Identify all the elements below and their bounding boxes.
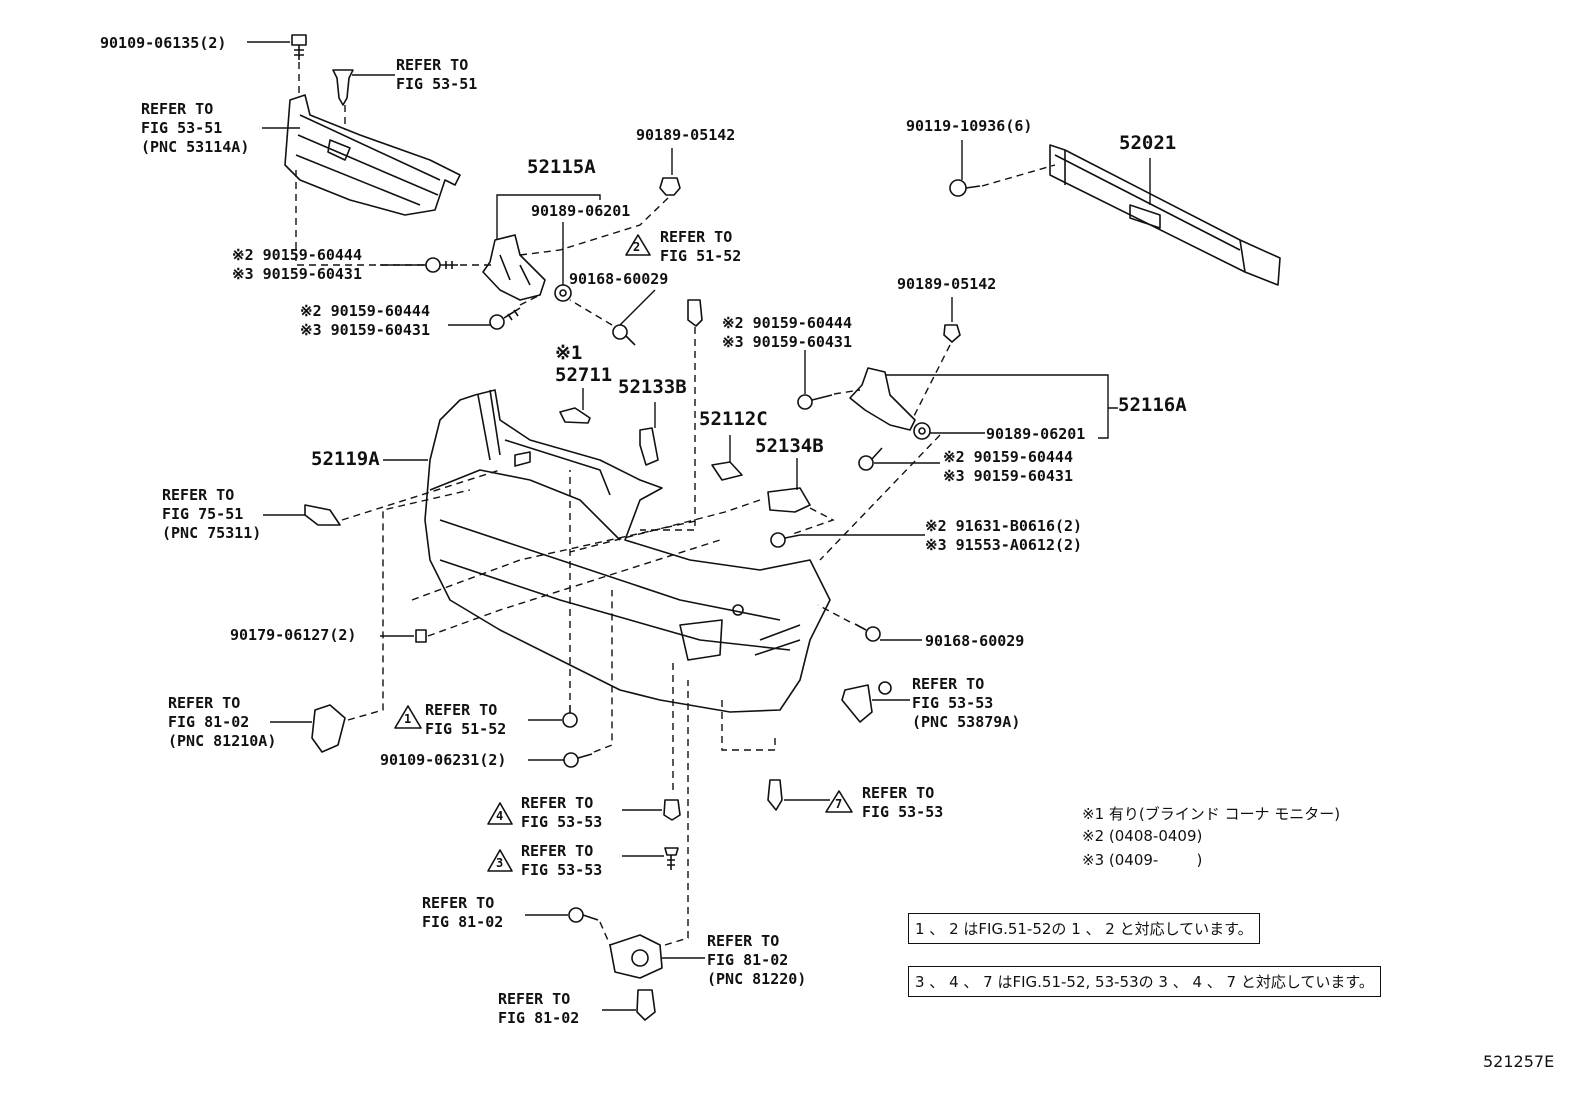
diagram-id: 521257E [1483,1052,1555,1071]
triangle-marker-4 [487,802,513,825]
label-90119-10936: 90119-10936(6) [906,117,1033,135]
label-90109-06135: 90109-06135(2) [100,34,227,52]
triangle-marker-7 [825,790,853,813]
label-refer-53-53-tri4: REFER TO FIG 53-53 [521,794,603,831]
label-52021: 52021 [1119,132,1177,154]
clip-53-51 [332,69,354,106]
fog-lamp-81220 [609,934,663,979]
triangle-number-1: 1 [404,712,412,726]
label-refer-81-02-clip: REFER TO FIG 81-02 [498,990,580,1027]
label-52116a: 52116A [1118,394,1187,416]
label-52133b: 52133B [618,376,687,398]
label-refer-53-51-grille: REFER TO FIG 53-51 (PNC 53114A) [141,100,250,156]
bolt-90119-10936 [949,179,981,197]
bolt-90159-left-1 [425,257,458,273]
bracket-52134b [767,487,811,513]
bolt-91631 [770,532,801,548]
note-2: ※2 (0408-0409) [1082,827,1203,845]
label-90189-06201-left: 90189-06201 [531,202,631,220]
label-90189-05142-right: 90189-05142 [897,275,997,293]
label-52119a: 52119A [311,448,380,470]
note-1: ※1 有り(ブラインド コーナ モニター) [1082,805,1341,823]
label-90159-group-4: ※2 90159-60444 ※3 90159-60431 [943,448,1073,485]
reinforcement-52021 [1049,144,1281,286]
label-90189-05142-top: 90189-05142 [636,126,736,144]
label-52711: ※1 52711 [555,342,613,386]
label-refer-51-52-top: REFER TO FIG 51-52 [660,228,742,265]
bumper-cover-52119a [424,389,831,713]
label-refer-53-53-pnc: REFER TO FIG 53-53 (PNC 53879A) [912,675,1021,731]
sensor-81210a [311,704,346,753]
clip-51-52-top [687,299,703,327]
note-3: ※3 (0409- ) [1082,851,1203,869]
grille-insert-75311 [304,504,341,526]
bolt-81-02 [568,907,599,923]
bolt-90159-right-2 [858,447,883,471]
bolt-90168-60029-bottom [854,623,881,642]
bracket-52133b [639,427,659,466]
label-52134b: 52134B [755,435,824,457]
label-refer-81-02-bolt: REFER TO FIG 81-02 [422,894,504,931]
label-90109-06231: 90109-06231(2) [380,751,507,769]
label-52115a: 52115A [527,156,596,178]
clip-90189-05142-right [943,324,961,343]
label-refer-51-52-bottom: REFER TO FIG 51-52 [425,701,507,738]
bracket-52116a [849,367,916,431]
bolt-51-52-bottom [562,705,578,728]
label-90159-group-3: ※2 90159-60444 ※3 90159-60431 [722,314,852,351]
screw-53-53-3 [664,847,679,870]
triangle-marker-3 [487,849,513,872]
triangle-number-2: 2 [633,240,641,254]
bolt-90109-06231 [563,752,593,768]
clip-90179-06127 [415,629,427,643]
label-90159-group-1: ※2 90159-60444 ※3 90159-60431 [232,246,362,283]
bolt-90109-06135 [291,34,307,60]
triangle-number-7: 7 [835,797,843,811]
label-90168-60029-bottom: 90168-60029 [925,632,1025,650]
label-52112c: 52112C [699,408,768,430]
triangle-number-4: 4 [496,809,504,823]
label-90189-06201-right: 90189-06201 [986,425,1086,443]
label-refer-75-51: REFER TO FIG 75-51 (PNC 75311) [162,486,262,542]
note-box-1: 1 、 2 はFIG.51-52の 1 、 2 と対応しています。 [908,913,1260,944]
clip-53-53-4 [663,799,681,821]
bolt-90168-60029-top [612,324,636,346]
label-90168-60029-top: 90168-60029 [569,270,669,288]
bolt-90159-right-1 [797,394,833,410]
bolt-90159-left-2 [489,307,521,330]
label-refer-81-02-pnc81210a: REFER TO FIG 81-02 (PNC 81210A) [168,694,277,750]
clip-81-02 [636,989,656,1021]
radiator-grille [284,94,461,216]
label-refer-81-02-pnc81220: REFER TO FIG 81-02 (PNC 81220) [707,932,807,988]
triangle-number-3: 3 [496,856,504,870]
triangle-marker-1 [394,705,422,729]
label-refer-53-53-tri7: REFER TO FIG 53-53 [862,784,944,821]
label-90159-group-2: ※2 90159-60444 ※3 90159-60431 [300,302,430,339]
label-90179-06127: 90179-06127(2) [230,626,357,644]
clip-90189-05142-top [659,177,681,196]
note-box-2: 3 、 4 、 7 はFIG.51-52, 53-53の 3 、 4 、 7 と… [908,966,1381,997]
label-refer-53-53-tri3: REFER TO FIG 53-53 [521,842,603,879]
nut-90189-06201-right [913,422,931,440]
bracket-52711 [559,407,591,424]
label-91631-group: ※2 91631-B0616(2) ※3 91553-A0612(2) [925,517,1083,554]
triangle-marker-2 [625,234,651,256]
clip-53-53-7 [767,779,783,811]
bracket-52115a [482,234,546,301]
retainer-52112c [711,461,743,481]
bracket-53879a [841,681,892,723]
label-refer-53-51-top: REFER TO FIG 53-51 [396,56,478,93]
